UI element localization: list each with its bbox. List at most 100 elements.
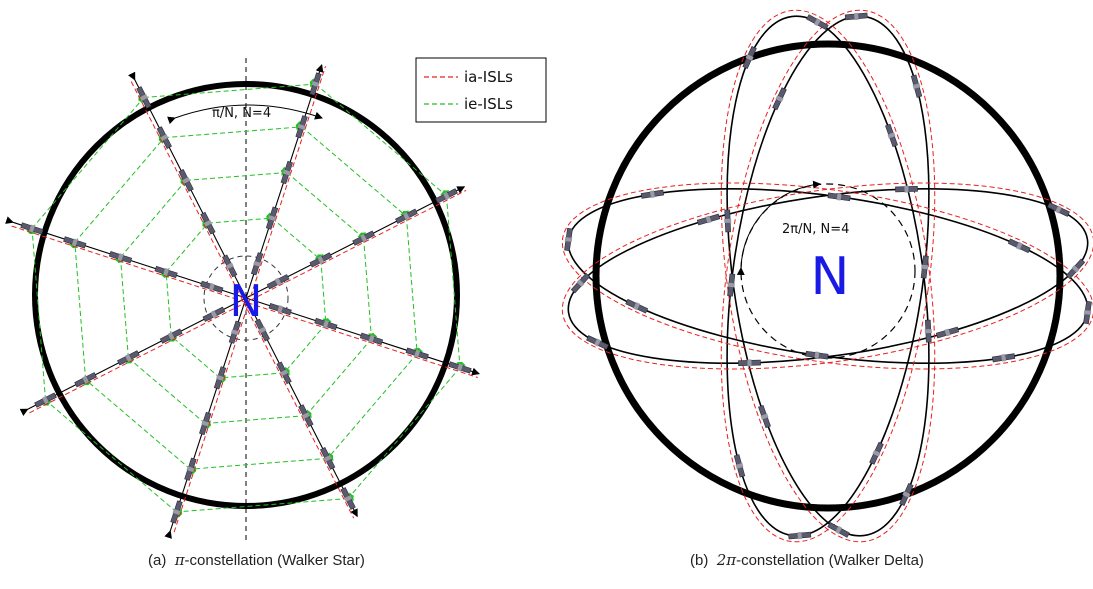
satellite-core (280, 369, 289, 377)
satellite (724, 209, 732, 233)
ia-isl (29, 189, 467, 414)
ie-isl (85, 379, 197, 476)
satellite-core (203, 219, 212, 227)
constellation-diagram: π/N, N=4 N ia-ISLs ie-ISLs 2π/N, N=4 N (5, 9, 1093, 543)
orbital-plane (128, 71, 358, 518)
satellite (1007, 238, 1031, 254)
satellite (742, 46, 757, 69)
satellite (435, 188, 458, 204)
ia-isl-ring (720, 9, 936, 543)
satellite-core (836, 193, 842, 201)
satellite (250, 252, 264, 276)
satellite (727, 273, 736, 297)
ie-isl (443, 190, 463, 369)
satellite (108, 251, 133, 264)
satellite-core (160, 134, 169, 141)
caption-b-symbol: 2π (716, 551, 737, 569)
north-pole-label: N (230, 276, 263, 327)
satellite-core (311, 81, 320, 87)
satellite (920, 255, 929, 279)
satellite (924, 319, 932, 343)
satellite-core (186, 466, 195, 473)
satellite (352, 230, 375, 246)
satellite (266, 274, 290, 290)
ia-isl (173, 66, 326, 533)
satellite (827, 522, 850, 538)
ie-isl (347, 361, 466, 499)
ia-isl (130, 81, 355, 519)
satellite-core (745, 54, 754, 61)
satellite-core (277, 305, 284, 314)
satellite-core (258, 326, 267, 334)
satellite-core (274, 277, 282, 286)
satellite (276, 361, 292, 385)
satellite (844, 12, 868, 21)
satellite (298, 404, 314, 427)
satellite-core (813, 18, 821, 27)
satellite-core (853, 12, 859, 21)
satellite (20, 222, 44, 235)
satellite (869, 441, 884, 465)
satellite-core (1055, 205, 1062, 214)
satellite-core (201, 420, 210, 427)
satellite-core (835, 525, 843, 534)
satellite-core (1001, 354, 1007, 362)
ie-isl (72, 241, 90, 386)
ia-isl (720, 9, 936, 543)
satellite-core (576, 279, 585, 287)
satellite (156, 126, 172, 149)
satellite-core (344, 495, 353, 502)
satellite (910, 74, 923, 98)
satellite-core (125, 353, 132, 362)
satellite-core (944, 328, 951, 337)
satellite-core (29, 224, 35, 233)
caption-a-label: (a) (148, 552, 167, 569)
walker-star-panel: π/N, N=4 N ia-ISLs ie-ISLs (5, 57, 547, 540)
satellite (34, 392, 57, 408)
satellite (309, 72, 322, 96)
satellite (806, 14, 829, 30)
ie-isl (170, 335, 227, 384)
satellite (170, 500, 183, 524)
satellite (935, 326, 960, 339)
satellite (200, 211, 216, 235)
satellite-core (904, 185, 909, 193)
satellite-core (727, 282, 735, 288)
satellite (899, 483, 914, 506)
caption-a-symbol: π (174, 551, 185, 569)
satellite (1047, 202, 1070, 217)
ie-isl (283, 317, 332, 374)
caption-a-text: -constellation (Walker Star) (184, 552, 365, 569)
satellite (213, 366, 227, 390)
ie-isl (189, 454, 334, 472)
satellite-core (403, 212, 410, 221)
satellite (254, 318, 270, 342)
caption-a: (a) π-constellation (Walker Star) (148, 551, 365, 569)
orbital-plane (726, 15, 930, 537)
satellite (696, 213, 721, 226)
ie-isl (29, 227, 49, 406)
satellite-core (887, 132, 896, 139)
ie-isl (158, 124, 303, 142)
satellite (625, 298, 649, 314)
satellite (340, 487, 356, 510)
ie-isl (180, 169, 288, 184)
satellite-core (705, 215, 712, 224)
satellite (895, 185, 918, 193)
satellite (772, 87, 787, 111)
satellite (268, 302, 292, 316)
satellite (200, 280, 224, 294)
ie-isl (305, 332, 378, 416)
angle-annotation: 2π/N, N=4 (782, 222, 849, 237)
satellite (640, 189, 664, 199)
north-pole-label: N (811, 247, 850, 307)
satellite (586, 335, 609, 350)
satellite-core (443, 191, 450, 200)
satellite (222, 254, 238, 278)
earth-outline (592, 40, 1064, 512)
ie-isl (138, 81, 317, 101)
satellite (564, 227, 573, 252)
satellite-core (912, 83, 921, 89)
satellite-core (633, 302, 640, 311)
satellite-core (322, 320, 329, 328)
